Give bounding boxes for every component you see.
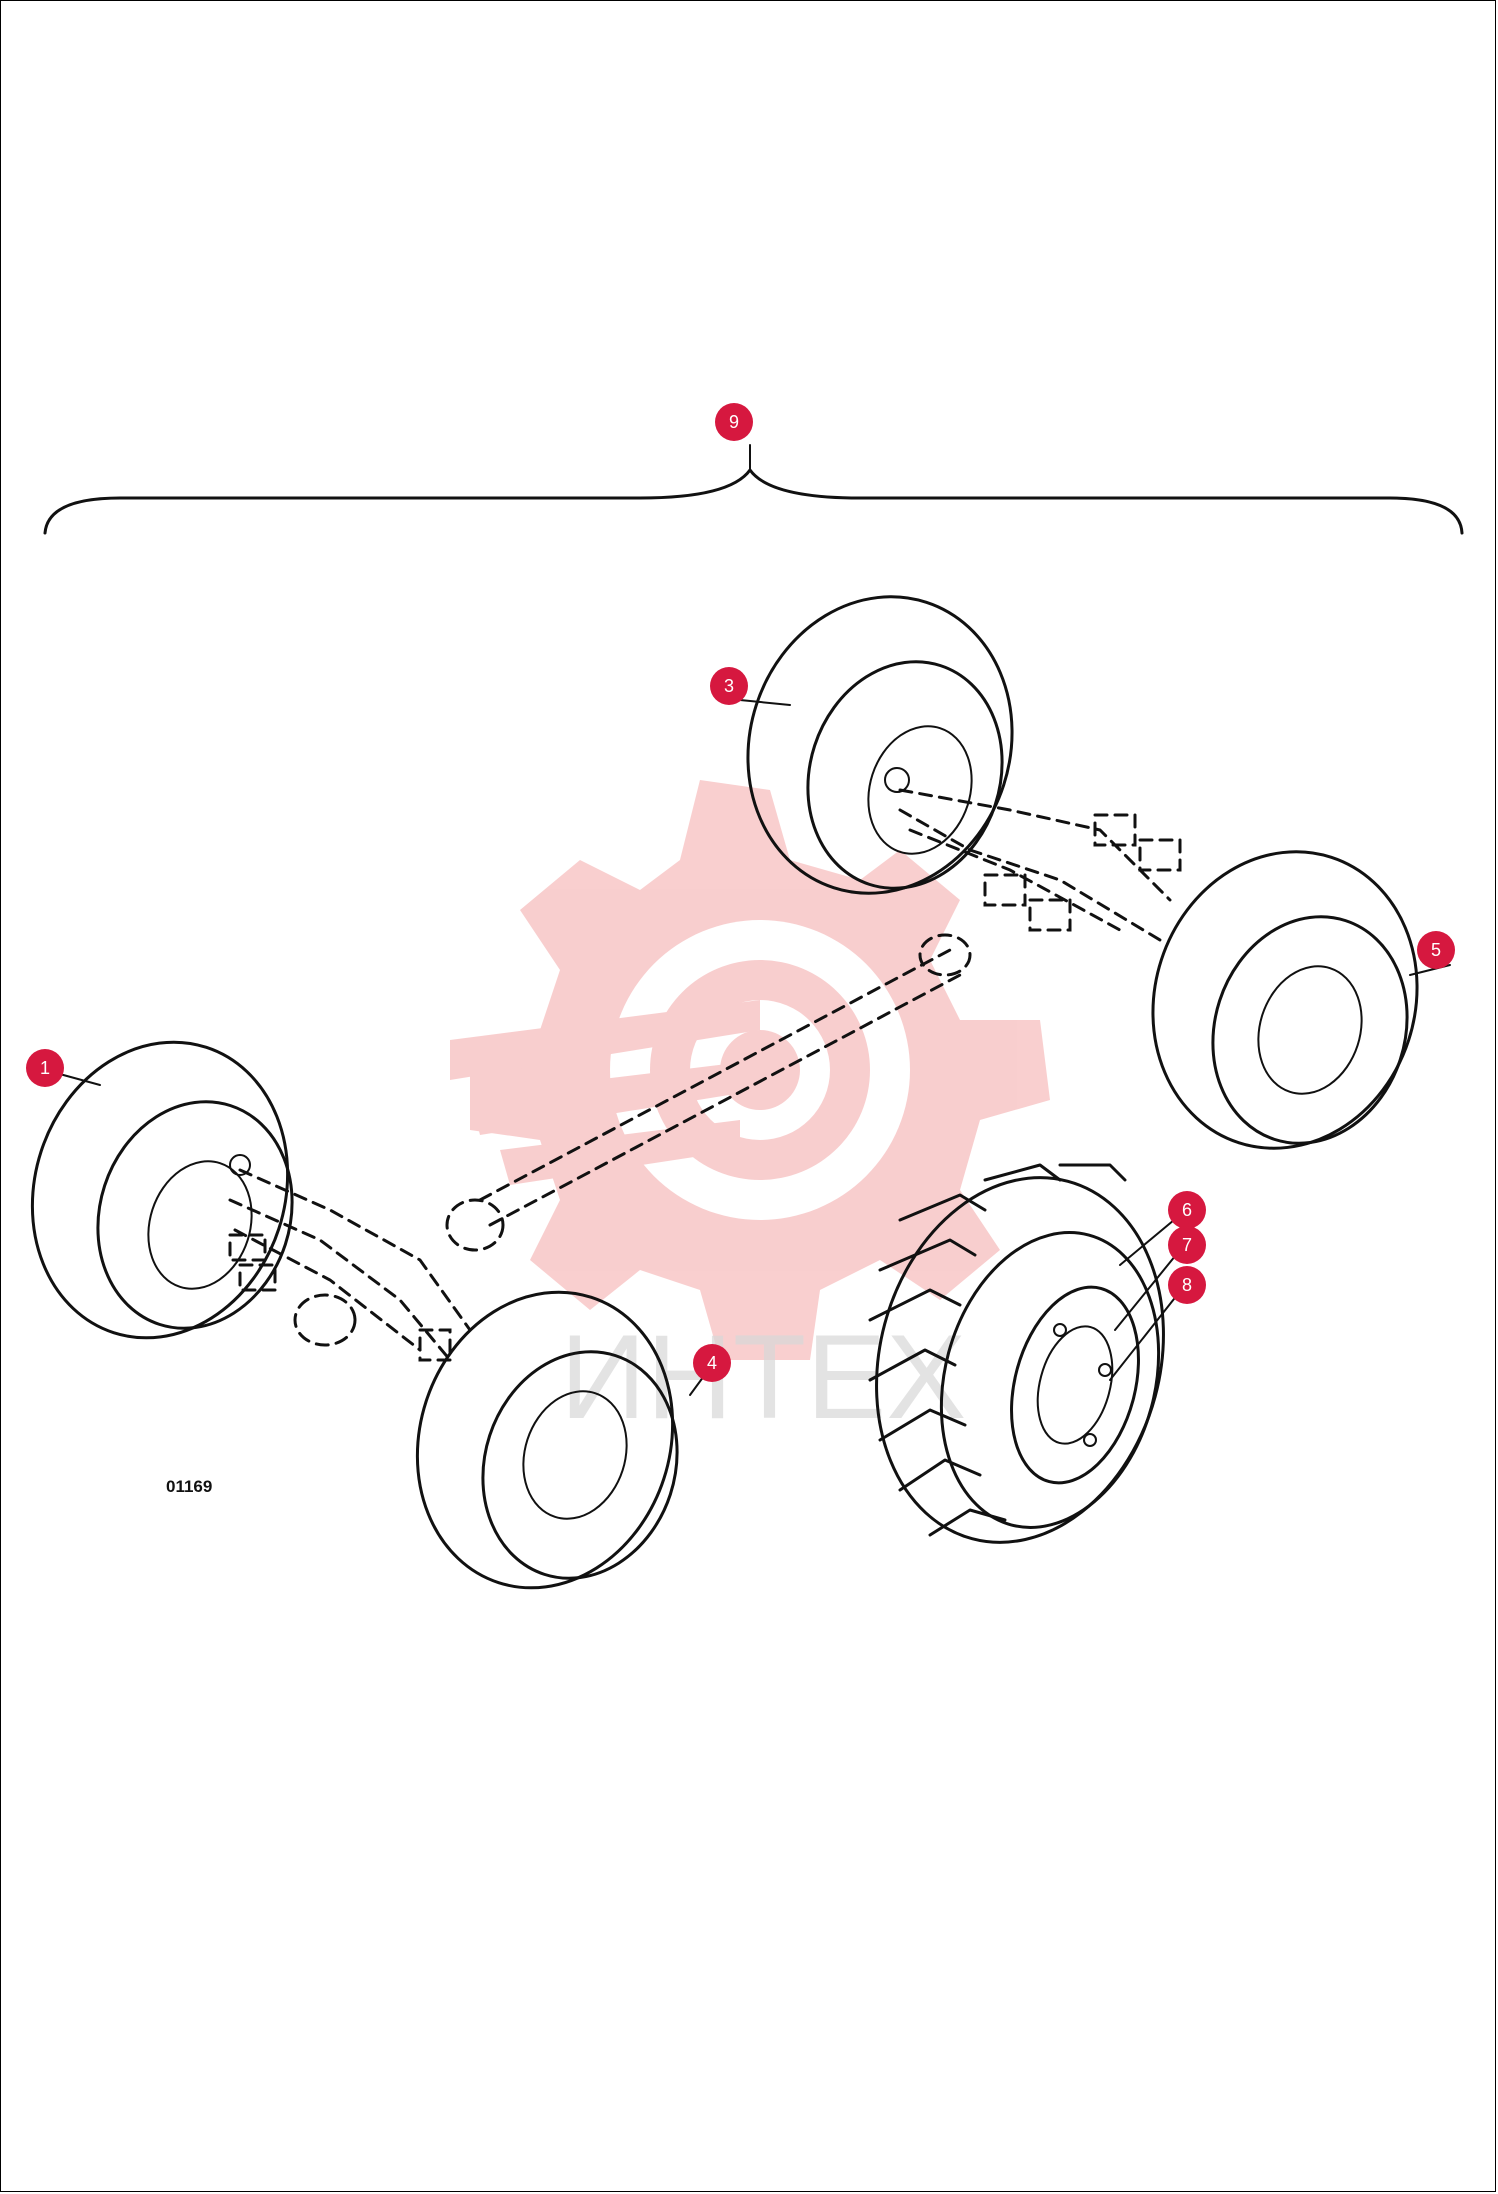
front-left-tire bbox=[30, 1040, 294, 1340]
callout-label-9: 9 bbox=[729, 412, 739, 432]
callout-marker-4[interactable]: 4 bbox=[693, 1344, 731, 1382]
drive-shaft bbox=[445, 933, 972, 1252]
callout-label-7: 7 bbox=[1182, 1235, 1192, 1255]
callout-marker-6[interactable]: 6 bbox=[1168, 1191, 1206, 1229]
front-axle bbox=[228, 1168, 472, 1362]
front-right-tire bbox=[415, 1290, 679, 1590]
callout-marker-5[interactable]: 5 bbox=[1417, 931, 1455, 969]
callout-marker-8[interactable]: 8 bbox=[1168, 1266, 1206, 1304]
rear-left-tire bbox=[746, 595, 1014, 895]
watermark-text: ИНТЕХ bbox=[560, 1310, 966, 1444]
callout-label-6: 6 bbox=[1182, 1200, 1192, 1220]
callout-label-8: 8 bbox=[1182, 1275, 1192, 1295]
callout-label-4: 4 bbox=[707, 1353, 717, 1373]
rear-right-tire bbox=[1151, 850, 1419, 1150]
callout-label-5: 5 bbox=[1431, 940, 1441, 960]
callout-label-3: 3 bbox=[724, 676, 734, 696]
assembly-brace bbox=[43, 468, 1464, 535]
figure-code: 01169 bbox=[166, 1477, 212, 1496]
callout-marker-1[interactable]: 1 bbox=[26, 1049, 64, 1087]
callout-marker-9[interactable]: 9 bbox=[715, 403, 753, 441]
callout-marker-3[interactable]: 3 bbox=[710, 667, 748, 705]
watermark-logo bbox=[450, 780, 1050, 1360]
callout-marker-7[interactable]: 7 bbox=[1168, 1226, 1206, 1264]
callout-label-1: 1 bbox=[40, 1058, 50, 1078]
tread-tire-assembly bbox=[868, 1163, 1165, 1544]
rear-axle bbox=[898, 788, 1182, 942]
